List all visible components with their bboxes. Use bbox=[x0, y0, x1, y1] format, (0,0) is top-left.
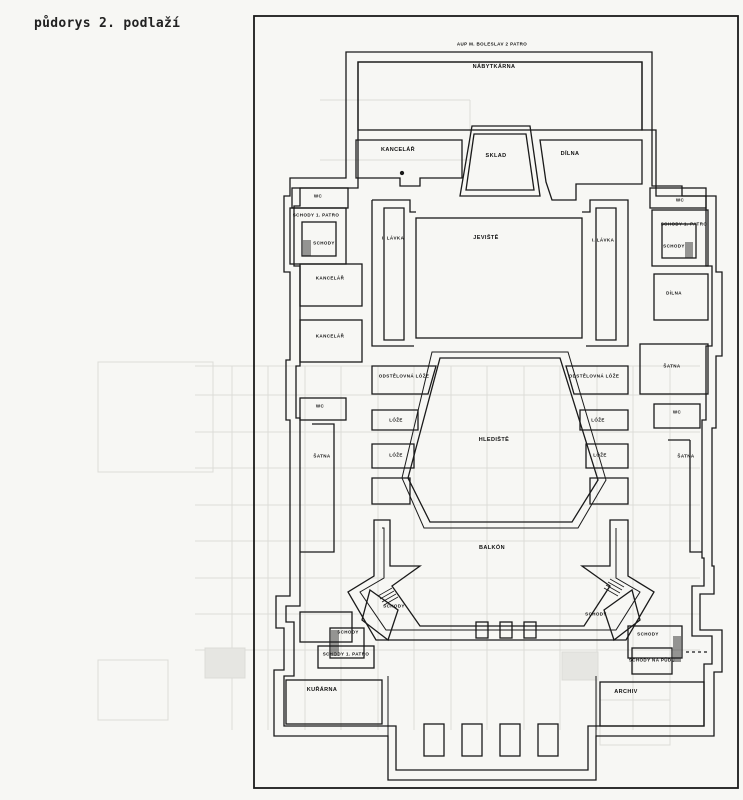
room-box-l2-label: LÓŽE bbox=[389, 452, 403, 458]
room-workshop-top-label: DÍLNA bbox=[560, 151, 580, 157]
room-stage-label: JEVIŠTĚ bbox=[473, 235, 499, 241]
room-office-left-1-label: KANCELÁŘ bbox=[315, 275, 345, 281]
room-wc-mid-left-label: WC bbox=[315, 403, 325, 409]
room-box-stage-right-label: ODSTĚLOVNÁ LÓŽE bbox=[568, 373, 620, 379]
room-box-l1-label: LÓŽE bbox=[389, 417, 403, 423]
room-archive-label: ARCHIV bbox=[614, 689, 638, 695]
room-wc-top-left-label: WC bbox=[313, 193, 323, 199]
room-box-r1-label: LÓŽE bbox=[591, 417, 605, 423]
room-stairs-right-top-label: SCHODY 1. PATRO bbox=[660, 221, 708, 227]
room-box-stage-left-label: ODSTĚLOVNÁ LÓŽE bbox=[378, 373, 430, 379]
room-stairs-balc-right-label: SCHODY bbox=[585, 611, 607, 617]
room-dressing-right-2-label: ŠATNA bbox=[677, 453, 695, 459]
room-stairs-left-top-label: SCHODY 1. PATRO bbox=[292, 212, 340, 218]
room-dressing-right-label: ŠATNA bbox=[663, 363, 681, 369]
room-wc-top-right-label: WC bbox=[675, 197, 685, 203]
room-workshop-right-label: DÍLNA bbox=[666, 290, 682, 296]
room-furniture-label: NÁBYTKÁRNA bbox=[472, 64, 516, 70]
room-balcony-label: BALKÓN bbox=[479, 545, 505, 551]
room-wc-mid-right-label: WC bbox=[672, 409, 682, 415]
room-office-left-2-label: KANCELÁŘ bbox=[315, 333, 345, 339]
room-auditorium-label: HLEDIŠTĚ bbox=[478, 437, 510, 443]
plan-header-note: AUP M. BOLESLAV 2 PATRO bbox=[456, 41, 528, 47]
page-title: půdorys 2. podlaží bbox=[34, 16, 181, 31]
room-smokers-label: KUŘÁRNA bbox=[306, 687, 338, 693]
room-dressing-left-label: ŠATNA bbox=[313, 453, 331, 459]
room-stairs-right-down-label: SCHODY bbox=[663, 243, 685, 249]
room-stairs-bl-1-label: SCHODY bbox=[337, 629, 359, 635]
room-gallery-right-label: I. LÁVKA bbox=[591, 237, 615, 243]
room-office-top-label: KANCELÁŘ bbox=[380, 147, 416, 153]
room-gallery-left-label: I. LÁVKA bbox=[381, 235, 405, 241]
room-stairs-balc-left-label: SCHODY bbox=[383, 603, 405, 609]
room-stairs-bl-2-label: SCHODY 1. PATRO bbox=[322, 651, 370, 657]
room-box-r2-label: LÓŽE bbox=[593, 452, 607, 458]
room-storage-label: SKLAD bbox=[485, 153, 507, 159]
room-stairs-br-2-label: SCHODY NA PŮDU bbox=[628, 657, 676, 663]
room-stairs-br-1-label: SCHODY bbox=[637, 631, 659, 637]
room-stairs-left-down-label: SCHODY bbox=[313, 240, 335, 246]
